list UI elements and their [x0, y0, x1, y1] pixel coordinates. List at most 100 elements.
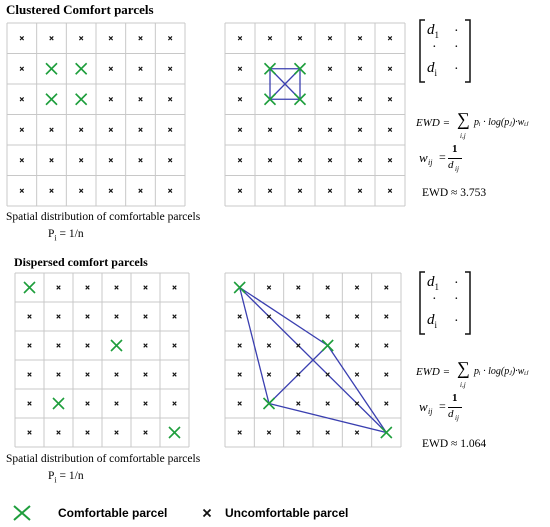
uncomfortable-parcel-marker [237, 430, 242, 435]
dispersed-caption: Spatial distribution of comfortable parc… [6, 453, 201, 465]
uncomfortable-parcel-marker [27, 430, 32, 435]
uncomfortable-parcel-marker [297, 188, 303, 193]
uncomfortable-parcel-marker [267, 36, 273, 41]
uncomfortable-parcel-marker [143, 314, 148, 319]
uncomfortable-parcel-marker [19, 36, 25, 41]
uncomfortable-parcel-marker [357, 97, 363, 102]
uncomfortable-parcel-marker [114, 285, 119, 290]
uncomfortable-parcel-marker [327, 97, 333, 102]
uncomfortable-parcel-marker [384, 314, 389, 319]
uncomfortable-parcel-marker [267, 188, 273, 193]
uncomfortable-cross-icon [202, 508, 212, 518]
uncomfortable-parcel-marker [325, 401, 330, 406]
uncomfortable-parcel-marker [143, 401, 148, 406]
matrix-row-3: di [427, 60, 438, 78]
legend-comfortable-label: Comfortable parcel [58, 506, 168, 520]
uncomfortable-parcel-marker [56, 372, 61, 377]
uncomfortable-parcel-marker [143, 430, 148, 435]
uncomfortable-parcel-marker [85, 401, 90, 406]
dispersed-grid-left [14, 272, 190, 448]
uncomfortable-parcel-marker [237, 343, 242, 348]
uncomfortable-parcel-marker [49, 127, 54, 132]
matrix-row-1: d1 [427, 22, 439, 40]
distance-edge [268, 402, 387, 434]
uncomfortable-parcel-marker [237, 97, 243, 102]
comfortable-parcel-marker [263, 62, 277, 75]
uncomfortable-parcel-marker [167, 188, 173, 193]
comfortable-cross-icon [13, 505, 31, 521]
comfortable-parcel-marker [233, 281, 246, 294]
uncomfortable-parcel-marker [138, 158, 143, 163]
uncomfortable-parcel-marker [327, 127, 333, 132]
uncomfortable-parcel-marker [172, 314, 177, 319]
uncomfortable-parcel-marker [266, 285, 272, 290]
uncomfortable-parcel-marker [19, 127, 25, 132]
comfortable-parcel-marker [45, 62, 58, 75]
uncomfortable-parcel-marker [266, 314, 272, 319]
comfortable-parcel-marker [45, 93, 58, 106]
uncomfortable-parcel-marker [267, 127, 273, 132]
uncomfortable-parcel-marker [138, 66, 143, 71]
uncomfortable-parcel-marker [108, 188, 114, 193]
distance-edge [239, 287, 270, 404]
comfortable-parcel-marker [75, 93, 88, 106]
ewd-formula-1: EWD = ∑ i,j pᵢ · log(pⱼ)·wᵢⱼ [416, 109, 529, 140]
ewd-formula-2: EWD = ∑ i,j pᵢ · log(pⱼ)·wᵢⱼ [416, 358, 529, 389]
uncomfortable-parcel-marker [354, 401, 360, 406]
matrix-row-1: d1 [427, 274, 439, 292]
uncomfortable-parcel-marker [167, 36, 173, 41]
uncomfortable-parcel-marker [85, 285, 90, 290]
clustered-grid-right [224, 22, 406, 207]
uncomfortable-parcel-marker [354, 372, 360, 377]
uncomfortable-parcel-marker [357, 158, 363, 163]
legend-uncomfortable-label: Uncomfortable parcel [225, 506, 349, 520]
matrix-dot: · [454, 24, 459, 39]
uncomfortable-parcel-marker [296, 285, 301, 290]
uncomfortable-parcel-marker [237, 188, 243, 193]
uncomfortable-parcel-marker [384, 401, 389, 406]
uncomfortable-parcel-marker [237, 158, 243, 163]
comfortable-parcel-marker [380, 426, 393, 439]
uncomfortable-parcel-marker [387, 66, 393, 71]
matrix-row-2: · [432, 40, 437, 55]
clustered-grid-left [6, 22, 186, 207]
uncomfortable-parcel-marker [85, 343, 90, 348]
uncomfortable-parcel-marker [167, 127, 173, 132]
uncomfortable-parcel-marker [108, 97, 114, 102]
dispersed-title: Dispersed comfort parcels [14, 255, 148, 269]
distance-edge [327, 345, 387, 433]
uncomfortable-parcel-marker [387, 188, 393, 193]
uncomfortable-parcel-marker [237, 66, 243, 71]
uncomfortable-parcel-marker [172, 285, 177, 290]
uncomfortable-parcel-marker [167, 97, 173, 102]
weight-formula-1: w ij = 1 d ij [419, 143, 489, 175]
uncomfortable-parcel-marker [384, 372, 389, 377]
uncomfortable-parcel-marker [138, 36, 143, 41]
uncomfortable-parcel-marker [108, 66, 114, 71]
uncomfortable-parcel-marker [237, 36, 243, 41]
uncomfortable-parcel-marker [354, 285, 360, 290]
uncomfortable-parcel-marker [114, 372, 119, 377]
matrix-dot: · [454, 314, 459, 329]
matrix-dot: · [454, 276, 459, 291]
uncomfortable-parcel-marker [354, 314, 360, 319]
uncomfortable-parcel-marker [27, 372, 32, 377]
uncomfortable-parcel-marker [108, 36, 114, 41]
distance-edge [239, 286, 329, 347]
uncomfortable-parcel-marker [327, 158, 333, 163]
uncomfortable-parcel-marker [85, 314, 90, 319]
matrix-dot: · [454, 62, 459, 77]
uncomfortable-parcel-marker [297, 158, 303, 163]
uncomfortable-parcel-marker [85, 430, 90, 435]
ewd-value-clustered: EWD ≈ 3.753 [422, 187, 487, 199]
comfortable-parcel-marker [262, 397, 276, 410]
uncomfortable-parcel-marker [143, 285, 148, 290]
comfortable-parcel-marker [110, 339, 123, 352]
uncomfortable-parcel-marker [49, 158, 54, 163]
uncomfortable-parcel-marker [357, 188, 363, 193]
comfortable-parcel-marker [293, 62, 307, 75]
uncomfortable-parcel-marker [172, 372, 177, 377]
uncomfortable-parcel-marker [325, 314, 330, 319]
matrix-brackets [419, 271, 471, 335]
uncomfortable-parcel-marker [114, 430, 119, 435]
